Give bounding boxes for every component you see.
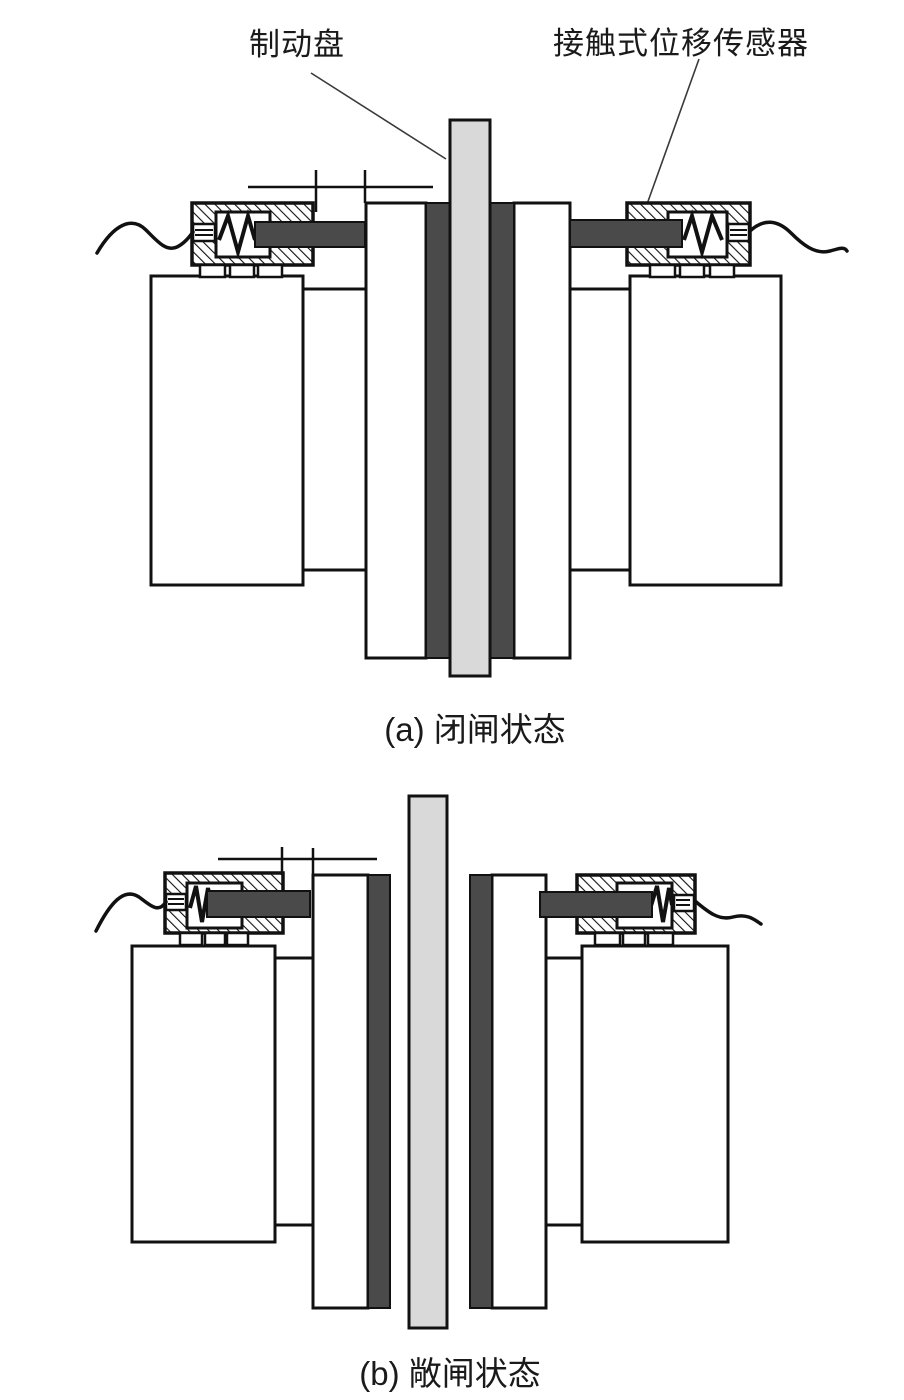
sensor-spring-right-b	[649, 885, 674, 923]
friction-pad-left-a	[425, 202, 451, 659]
connecting-plate-right-b	[544, 956, 584, 1227]
sensor-foot	[198, 263, 227, 279]
sensor-connector-right-a	[726, 222, 751, 243]
sensor-cable-right-b	[693, 899, 763, 926]
magnet-block-right-b	[580, 944, 730, 1244]
sensor-foot	[708, 263, 736, 279]
leader-line-brake-disc	[310, 72, 447, 160]
sensor-foot	[225, 931, 250, 947]
connecting-plate-left-a	[301, 287, 368, 572]
friction-pad-right-b	[469, 874, 493, 1309]
leader-line-sensor	[645, 58, 700, 208]
sensor-foot	[646, 931, 675, 947]
pad-carrier-right-a	[512, 201, 572, 660]
sensor-spring-left-a	[217, 208, 257, 260]
sensor-foot	[621, 931, 647, 947]
pad-carrier-right-b	[490, 873, 548, 1310]
pad-carrier-left-a	[364, 201, 428, 660]
brake-disc-b	[407, 794, 449, 1330]
sensor-connector-left-b	[164, 892, 188, 912]
sensor-connector-left-a	[191, 222, 217, 243]
caption-state-a-closed: (a) 闭闸状态	[384, 711, 566, 748]
pad-carrier-left-b	[311, 873, 370, 1310]
sensor-connector-right-b	[672, 893, 696, 913]
sensor-spring-right-a	[682, 209, 724, 260]
sensor-foot	[178, 931, 204, 947]
brake-disc-a	[448, 118, 492, 678]
displacement-sensor-right-b	[539, 873, 763, 947]
label-displacement-sensor: 接触式位移传感器	[553, 26, 809, 61]
displacement-sensor-right-a	[569, 201, 849, 279]
displacement-sensor-left-a	[95, 201, 366, 279]
caption-state-b-open: (b) 敞闸状态	[359, 1355, 541, 1392]
displacement-sensor-left-b	[94, 871, 311, 947]
label-brake-disc: 制动盘	[249, 27, 345, 62]
sensor-probe-left-a	[254, 221, 366, 248]
friction-pad-left-b	[367, 874, 391, 1309]
sensor-foot	[203, 931, 227, 947]
magnet-block-left-b	[130, 944, 277, 1244]
sensor-probe-right-a	[569, 219, 683, 248]
sensor-cable-left-b	[94, 892, 168, 933]
sensor-foot	[648, 263, 677, 279]
sensor-foot	[593, 931, 622, 947]
sensor-cable-left-a	[95, 221, 195, 255]
sensor-foot	[678, 263, 706, 279]
magnet-block-left-a	[149, 274, 305, 587]
sensor-foot	[228, 263, 256, 279]
friction-pad-right-a	[489, 202, 515, 659]
diagram-b-open-state	[94, 794, 763, 1330]
connecting-plate-left-b	[273, 956, 315, 1227]
connecting-plate-right-a	[568, 287, 632, 572]
sensor-foot	[256, 263, 284, 279]
diagram-a-closed-state	[95, 58, 849, 678]
sensor-cable-right-a	[748, 220, 849, 254]
sensor-probe-left-b	[206, 890, 311, 918]
magnet-block-right-a	[628, 274, 783, 587]
sensor-probe-right-b	[539, 891, 653, 918]
